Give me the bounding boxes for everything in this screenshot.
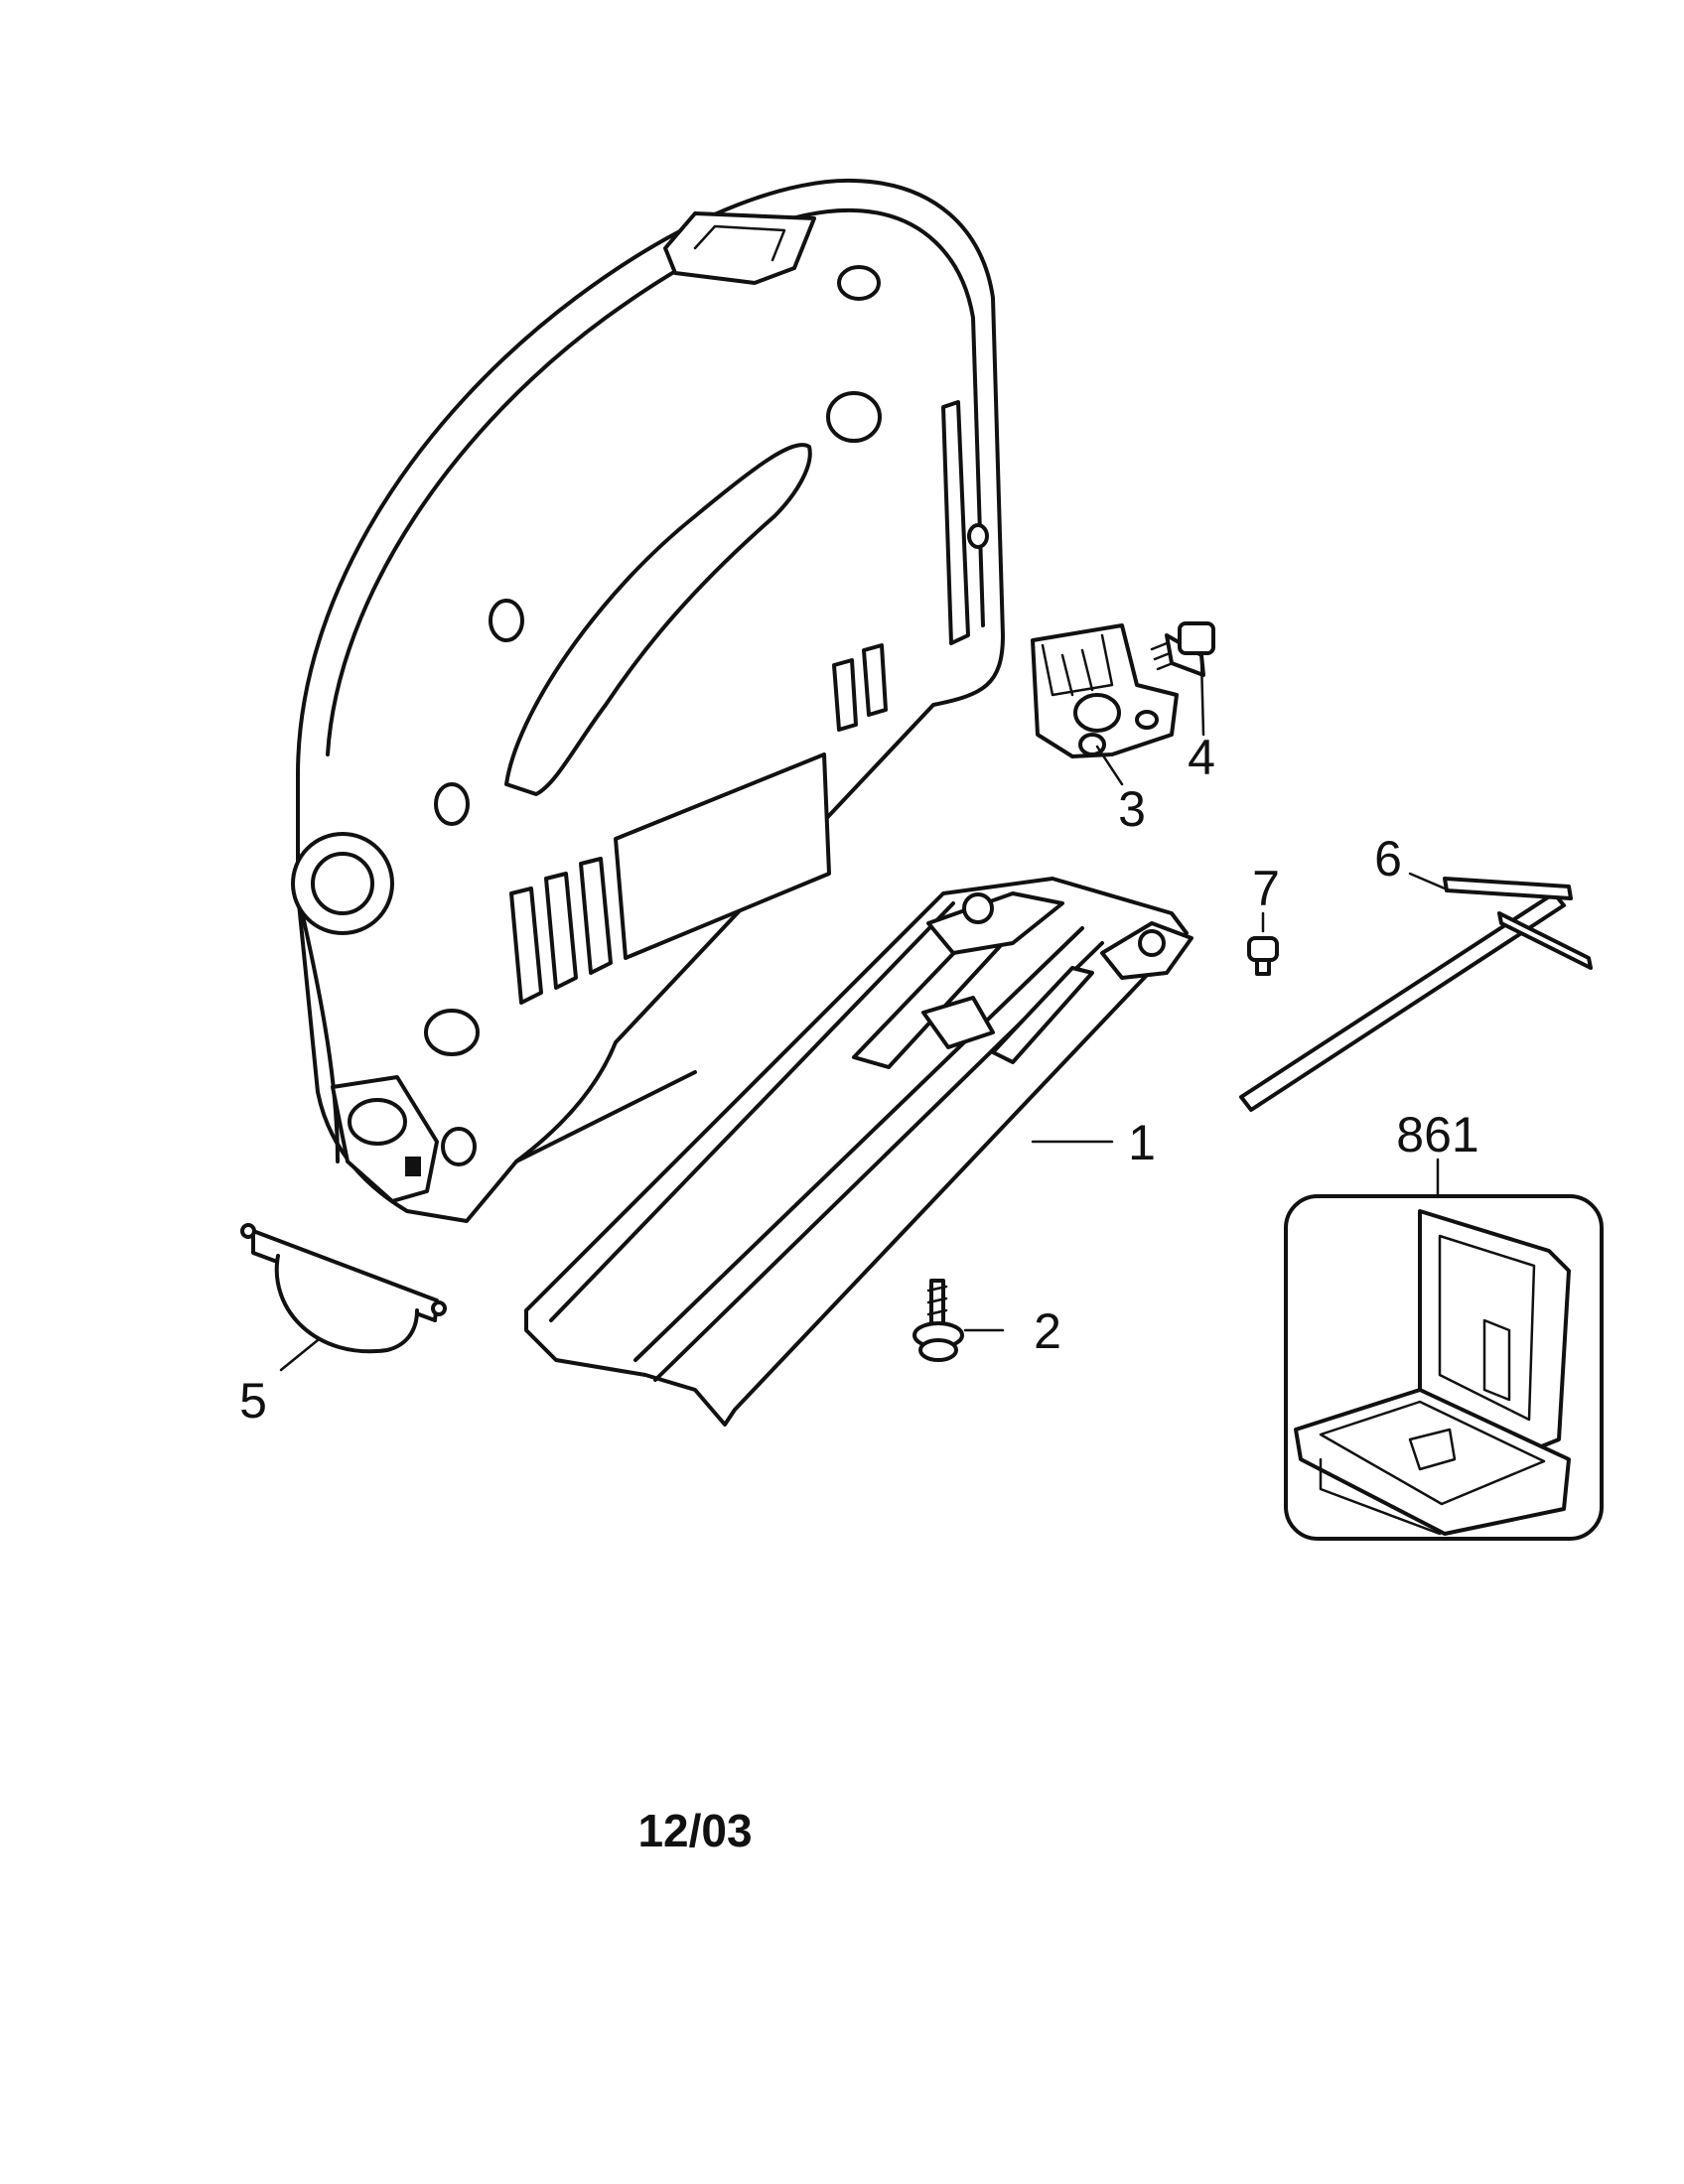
leader-line-3 — [1095, 745, 1124, 786]
leader-line-4 — [1199, 658, 1205, 737]
hex-key-part-6 — [1239, 877, 1593, 1112]
screw-part-2 — [912, 1279, 964, 1362]
date-code: 12/03 — [637, 1805, 752, 1856]
carrying-case-part-861 — [1284, 1194, 1604, 1541]
callout-2: 2 — [1034, 1303, 1061, 1359]
callout-6: 6 — [1374, 831, 1402, 887]
screw-part-4 — [1150, 621, 1215, 677]
callout-861: 861 — [1396, 1107, 1478, 1162]
shoe-part-1 — [524, 877, 1193, 1427]
callout-3: 3 — [1118, 781, 1146, 837]
chip-guard-part-5 — [240, 1223, 447, 1354]
jigsaw-housing — [291, 178, 1005, 1223]
knob-part-7 — [1247, 936, 1279, 976]
leader-line-6 — [1408, 872, 1447, 890]
leader-line-5 — [279, 1338, 320, 1372]
callout-5: 5 — [239, 1373, 267, 1429]
callout-7: 7 — [1252, 861, 1280, 916]
callout-1: 1 — [1128, 1115, 1156, 1170]
blade-clamp-part-3 — [1031, 623, 1179, 758]
callout-4: 4 — [1188, 730, 1215, 785]
